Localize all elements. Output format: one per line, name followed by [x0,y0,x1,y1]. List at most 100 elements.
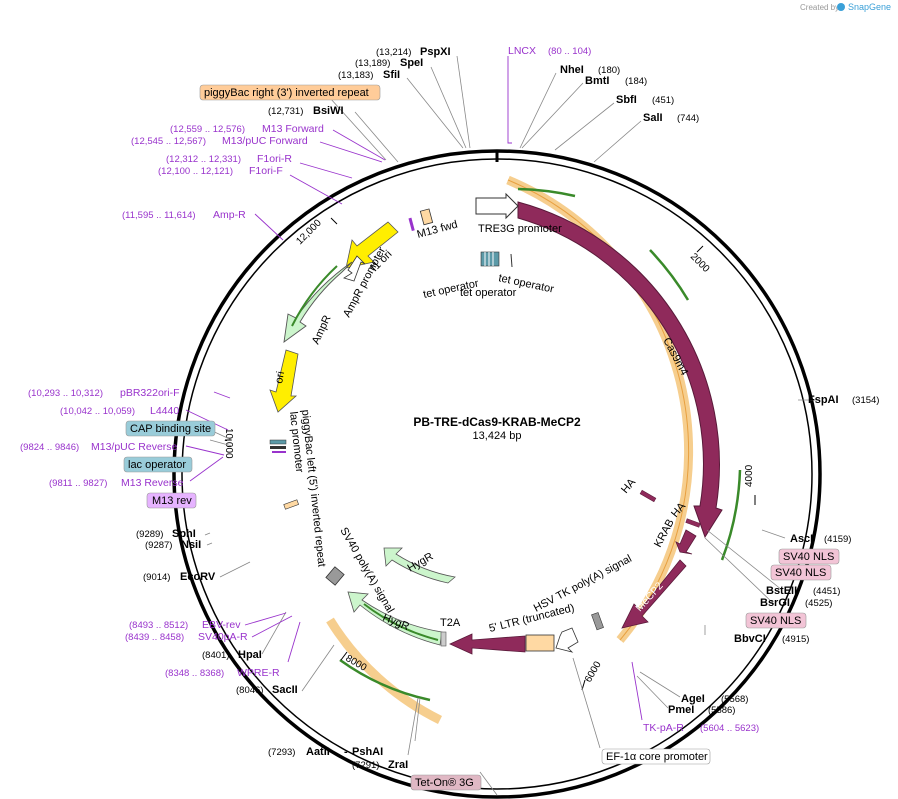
tick-4000: 4000 [744,464,755,487]
lac-operator-label: lac operator [128,459,186,471]
tick-mark-12000 [330,217,338,225]
spei-pos: (13,189) [355,58,390,69]
sali-pos: (744) [677,113,699,124]
bbvci-name: BbvCI [734,633,766,645]
pspxi-pos: (13,214) [376,47,411,58]
sv40-nls-label-3: SV40 NLS [750,615,801,627]
sv40-polya-feature[interactable] [325,566,345,586]
agei-name: AgeI [681,693,705,705]
tick-mark-2000 [696,245,704,253]
hpai-name: HpaI [238,649,262,661]
m13rev-pos: (9811 .. 9827) [49,478,107,489]
hsv-tk-polya-feature[interactable] [591,612,604,631]
primer-labels: LNCX (80 .. 104) (12,559 .. 12,576) M13 … [20,45,759,734]
hygr-feature-1[interactable] [383,547,456,584]
tre3g-promoter-feature[interactable] [475,192,519,220]
krab-feature[interactable] [675,529,697,555]
tet-operator-single[interactable] [510,253,513,268]
ha-feature-2[interactable] [685,518,701,528]
m13-fwd-primer-mark [408,217,415,232]
m13pucfwd-name: M13/pUC Forward [222,135,308,147]
fspai-pos: (3154) [852,395,879,406]
sv40-nls-label-2: SV40 NLS [775,567,826,579]
enzyme-labels: (13,214) PspXI (13,189) SpeI (13,183) Sf… [136,46,879,771]
nsii-name: NsiI [181,539,201,551]
green-arc-4 [339,658,431,702]
sphi-pos: (9289) [136,529,163,540]
tick-10000: 10,000 [223,428,234,459]
sbfi-pos: (451) [652,95,674,106]
lncx-pos: (80 .. 104) [548,46,591,57]
tet-operator-label-2: tet operator [460,287,517,299]
green-arc-3 [720,469,742,561]
piggybac-right-label: piggyBac right (3') inverted repeat [204,87,369,99]
sv40pa-label: SV40 poly(A) signal [337,526,396,616]
tick-2000: 2000 [688,251,712,275]
tkpar-pos: (5604 .. 5623) [700,723,759,734]
tet-operator-block[interactable] [480,251,500,267]
ampr-feature[interactable] [283,261,353,343]
ori-feature[interactable] [269,349,299,413]
pbr322-name: pBR322ori-F [120,387,180,399]
mecp2-feature[interactable] [621,559,687,629]
pspxi-name: PspXI [420,46,451,58]
piggybac-right-box [199,84,381,101]
pmei-name: PmeI [668,704,694,716]
sv40-nls-box-2 [770,564,832,581]
plasmid-name: PB-TRE-dCas9-KRAB-MeCP2 [413,415,581,429]
f1orir-name: F1ori-R [257,153,292,165]
ampr-label: AmpR [310,313,334,346]
hpai-pos: (8401) [202,650,229,661]
cap-label: CAP binding site [130,423,211,435]
l4440-pos: (10,042 .. 10,059) [60,406,135,417]
hygr-label-2: HygR [381,612,411,633]
hsv-tk-label: HSV TK poly(A) signal [532,553,634,615]
bsrgi-name: BsrGI [760,597,790,609]
ampr-primer-name: Amp-R [213,209,246,221]
boxed-labels: piggyBac right (3') inverted repeat CAP … [123,84,840,791]
bsteii-pos: (4451) [813,586,840,597]
ampr-primer-pos: (11,595 .. 11,614) [122,210,196,221]
green-arc-2 [649,249,690,301]
ha-feature-1[interactable] [639,489,657,503]
ampr-promoter-feature[interactable] [343,255,366,282]
cap-box [125,420,216,437]
f1orir-pos: (12,312 .. 12,331) [166,154,241,165]
ef1a-promoter-feature[interactable] [555,627,579,653]
m13-rev-mark [272,451,286,453]
pmei-pos: (5586) [708,705,735,716]
bottom-orf-feature[interactable] [449,633,526,655]
piggybac-left-label: piggyBac left (5') inverted repeat [299,409,327,567]
snapgene-brand: SnapGene [848,2,891,12]
m13-fwd-label: M13 fwd [416,219,459,241]
zrai-name: ZraI [388,759,408,771]
snapgene-logo-icon [837,3,845,11]
zrai-pos: (7291) [352,760,379,771]
sphi-name: SphI [172,528,196,540]
pshai-dash: - [344,746,348,758]
bsteii-name: BstEII [766,585,797,597]
tick-mark-8000 [340,651,348,661]
f1orif-name: F1ori-F [249,165,283,177]
tkpar-name: TK-pA-R [643,722,684,734]
tick-6000: 6000 [583,659,604,684]
lac-operator-box [123,456,193,473]
aatii-pos: (7293) [268,747,295,758]
hygr-feature-2[interactable] [347,591,443,646]
ha-label-1: HA [619,476,638,496]
f1-ori-feature[interactable] [345,221,399,269]
m13-fwd-feature[interactable] [419,208,434,226]
ltr-feature[interactable] [525,634,555,652]
sfii-name: SfiI [383,69,400,81]
plasmid-length: 13,424 bp [473,430,522,442]
sbfi-name: SbfI [616,94,637,106]
bsiwi-pos: (12,731) [268,106,303,117]
sv40-nls-label-1: SV40 NLS [783,551,834,563]
t2a-feature[interactable] [440,631,447,647]
f1orif-pos: (12,100 .. 12,121) [158,166,233,177]
ef1a-label: EF-1α core promoter [606,751,708,763]
piggybac-left-feature[interactable] [283,499,299,510]
ecorv-pos: (9014) [143,572,170,583]
cas9m4-feature[interactable] [517,201,723,539]
agei-pos: (5568) [721,694,748,705]
